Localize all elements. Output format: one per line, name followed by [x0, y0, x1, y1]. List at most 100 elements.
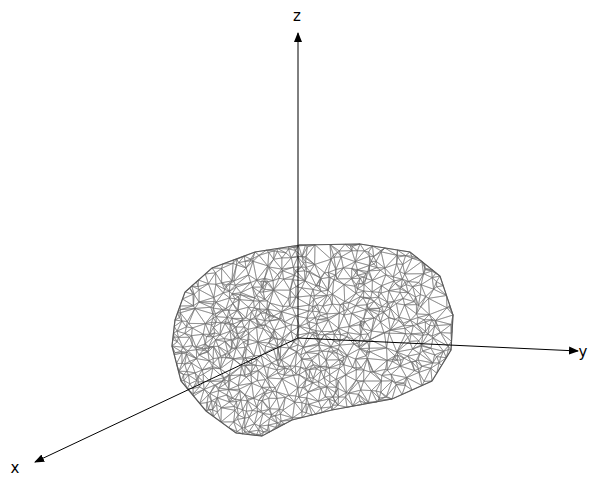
mesh-triangle — [227, 395, 230, 402]
mesh-triangle — [397, 264, 403, 272]
mesh-triangle — [380, 322, 390, 332]
mesh-triangle — [205, 324, 211, 335]
mesh-triangle — [411, 326, 422, 334]
mesh-triangle — [283, 397, 295, 410]
mesh-triangle — [241, 287, 255, 298]
mesh-triangle — [211, 322, 216, 325]
mesh-triangle — [242, 318, 250, 321]
mesh-triangle — [191, 359, 202, 370]
mesh-triangle — [327, 382, 337, 387]
mesh-triangle — [386, 275, 394, 281]
mesh-triangle — [322, 331, 333, 334]
mesh-triangle — [323, 295, 330, 306]
mesh-triangle — [284, 279, 293, 290]
mesh-triangle — [216, 317, 221, 323]
mesh-triangle — [401, 279, 405, 287]
mesh-triangle — [232, 287, 241, 294]
mesh-triangle — [253, 261, 268, 280]
mesh-triangle — [380, 312, 388, 322]
mesh-triangle — [393, 358, 398, 360]
mesh-triangle — [317, 295, 327, 306]
mesh-triangle — [306, 262, 315, 267]
mesh-triangle — [429, 296, 447, 308]
mesh-triangle — [441, 351, 446, 357]
mesh-triangle — [346, 397, 353, 407]
mesh-triangle — [332, 304, 340, 313]
mesh-triangle — [306, 264, 314, 271]
mesh-triangle — [352, 269, 356, 279]
mesh-triangle — [369, 308, 379, 311]
mesh-triangle — [222, 283, 227, 288]
mesh-triangle — [229, 375, 230, 381]
mesh-triangle — [265, 266, 269, 278]
mesh-triangle — [370, 333, 386, 348]
mesh-triangle — [299, 245, 306, 256]
mesh-triangle — [374, 372, 382, 381]
mesh-triangle — [266, 343, 274, 348]
mesh-triangle — [368, 246, 373, 257]
z-axis — [298, 33, 299, 338]
mesh-triangle — [213, 367, 221, 369]
mesh-triangle — [200, 403, 207, 411]
mesh-triangle — [245, 366, 251, 376]
mesh-triangle — [302, 352, 311, 359]
mesh-triangle — [332, 285, 344, 302]
mesh-triangle — [295, 272, 305, 281]
mesh-triangle — [405, 305, 417, 314]
mesh-triangle — [337, 279, 351, 285]
mesh-triangle — [284, 369, 291, 375]
mesh-triangle — [308, 389, 321, 402]
mesh-triangle — [225, 322, 229, 324]
mesh-triangle — [352, 279, 357, 286]
mesh-triangle — [309, 369, 316, 379]
mesh-triangle — [301, 352, 306, 359]
mesh-triangle — [303, 345, 319, 353]
mesh-triangle — [309, 318, 317, 324]
mesh-triangle — [232, 338, 238, 348]
mesh-triangle — [440, 324, 451, 333]
mesh-triangle — [345, 293, 356, 302]
mesh-triangle — [372, 270, 386, 280]
axis-label: z — [293, 9, 301, 24]
mesh-triangle — [326, 360, 329, 368]
mesh-triangle — [405, 261, 424, 273]
mesh-triangle — [208, 273, 215, 284]
mesh-triangle — [309, 370, 313, 379]
mesh-triangle — [361, 334, 368, 341]
mesh-triangle — [435, 351, 444, 356]
mesh-triangle — [372, 280, 381, 291]
mesh-triangle — [348, 333, 361, 340]
mesh-triangle — [400, 289, 408, 293]
mesh-triangle — [381, 381, 392, 397]
mesh-triangle — [318, 331, 324, 334]
mesh-triangle — [328, 320, 338, 331]
mesh-triangle — [238, 300, 249, 310]
mesh-triangle — [293, 257, 301, 267]
mesh-triangle — [254, 301, 259, 309]
mesh-triangle — [309, 404, 322, 414]
mesh-triangle — [218, 342, 227, 352]
mesh-triangle — [365, 318, 374, 331]
mesh-triangle — [214, 340, 219, 347]
mesh-triangle — [420, 351, 433, 363]
mesh-triangle — [289, 247, 296, 250]
mesh-triangle — [305, 383, 313, 392]
mesh-triangle — [264, 282, 267, 283]
mesh-triangle — [293, 267, 301, 271]
mesh-triangle — [387, 291, 394, 302]
mesh-triangle — [251, 375, 257, 383]
mesh-triangle — [321, 399, 331, 408]
mesh-triangle — [340, 302, 345, 305]
mesh-triangle — [255, 295, 260, 301]
mesh-triangle — [214, 346, 221, 358]
x-axis — [35, 338, 298, 462]
mesh-triangle — [424, 271, 433, 278]
mesh-triangle — [248, 301, 254, 308]
mesh-triangle — [234, 422, 242, 432]
mesh-triangle — [229, 285, 236, 291]
mesh-triangle — [269, 259, 282, 269]
mesh-triangle — [421, 278, 434, 290]
mesh-triangle — [404, 356, 411, 362]
mesh-triangle — [246, 410, 252, 417]
mesh-triangle — [180, 306, 193, 310]
